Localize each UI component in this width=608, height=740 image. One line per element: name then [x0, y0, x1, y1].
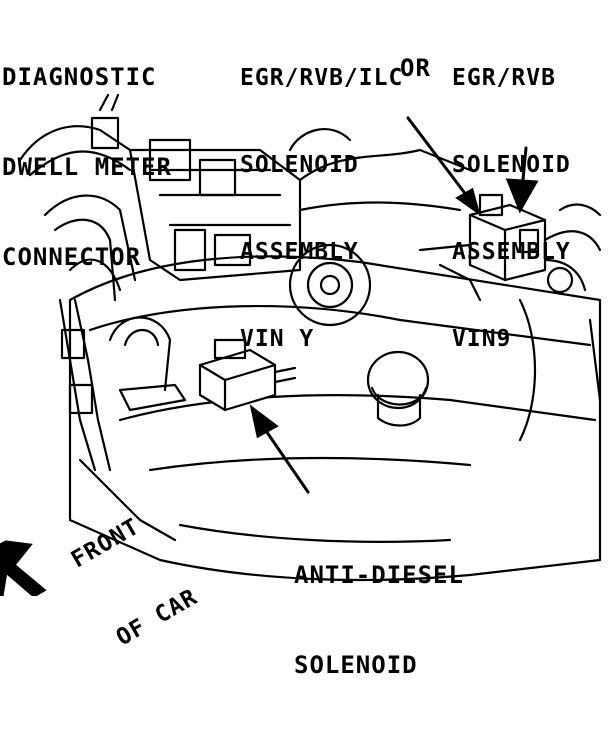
egr-vin-y-label: EGR/RVB/ILC SOLENOID ASSEMBLY VIN Y: [240, 6, 403, 412]
label-line: ASSEMBLY: [452, 239, 571, 265]
label-line: SOLENOID: [452, 152, 571, 178]
label-line: DIAGNOSTIC: [2, 63, 157, 91]
label-line: SOLENOID: [240, 152, 359, 178]
label-line: CONNECTOR: [2, 243, 142, 271]
throttle-body: [288, 243, 372, 327]
dwell-meter-connector: [90, 116, 120, 150]
vin-y-pointer-arrow: [406, 116, 472, 202]
anti-diesel-solenoid-label: ANTI-DIESEL SOLENOID: [294, 500, 464, 740]
diagnostic-dwell-meter-connector-label: DIAGNOSTIC DWELL METER CONNECTOR: [2, 2, 172, 332]
engine-diagram: DIAGNOSTIC DWELL METER CONNECTOR EGR/RVB…: [0, 2, 602, 679]
label-line: EGR/RVB/ILC: [240, 65, 404, 91]
label-line: SOLENOID: [294, 651, 418, 679]
label-line: FRONT: [67, 513, 145, 574]
label-line: ANTI-DIESEL: [294, 561, 464, 589]
label-line: EGR/RVB: [452, 65, 556, 91]
or-label: OR: [400, 54, 431, 82]
label-line: VIN9: [452, 326, 512, 352]
label-line: ASSEMBLY: [240, 239, 359, 265]
label-line: OF CAR: [112, 584, 203, 652]
label-line: VIN Y: [240, 326, 315, 352]
egr-vin9-label: EGR/RVB SOLENOID ASSEMBLY VIN9: [452, 6, 571, 412]
engine-drawing: [0, 93, 602, 596]
front-of-car-arrow: [0, 540, 47, 596]
anti-diesel-solenoid: [198, 338, 297, 412]
intake-manifold: [68, 255, 602, 582]
label-line: DWELL METER: [2, 153, 172, 181]
manifold-fitting: [366, 350, 430, 410]
carburetor: [128, 148, 302, 282]
anti-diesel-pointer-arrow: [260, 423, 310, 494]
wiring-harness: [18, 125, 132, 162]
